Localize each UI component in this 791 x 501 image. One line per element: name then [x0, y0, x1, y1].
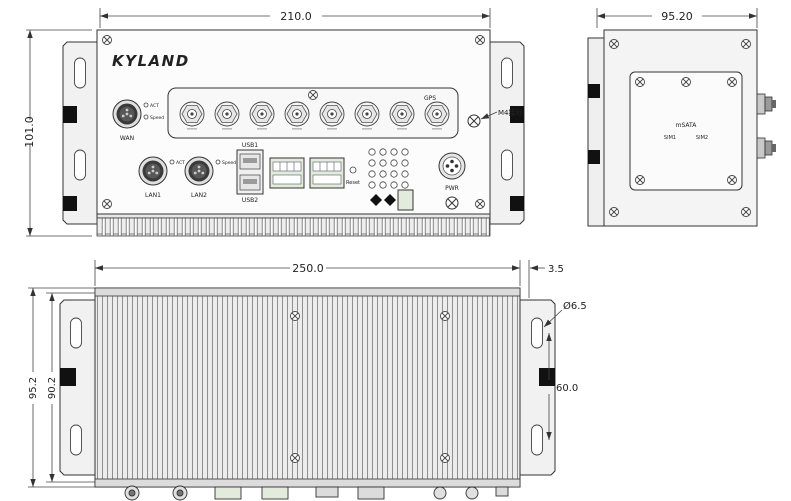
- screw-icon: [635, 77, 645, 87]
- rubber-plug: [60, 368, 76, 386]
- front-width-dimension: 210.0: [280, 10, 312, 23]
- side-view: 95.20 mSATA SIM1 SIM2: [587, 8, 776, 227]
- ground-label: M4接地: [498, 108, 523, 117]
- wan-label: WAN: [120, 135, 134, 142]
- hole-spacing-dimension: 60.0: [556, 383, 578, 394]
- diamond-marker: [384, 194, 396, 206]
- mounting-slot: [70, 317, 82, 349]
- usb2-tongue: [243, 179, 257, 184]
- speed-led: [215, 159, 221, 165]
- small-terminal: [397, 189, 414, 211]
- rubber-plug: [588, 150, 600, 164]
- sim1-label: SIM1: [664, 135, 676, 141]
- lan2-label: LAN2: [191, 192, 207, 199]
- heatsink-bar: [96, 213, 491, 219]
- leader-line: [480, 111, 498, 120]
- mounting-slot: [70, 424, 82, 456]
- mounting-slot: [531, 424, 543, 456]
- bottom-connectors: [124, 485, 509, 501]
- mounting-slot: [74, 57, 86, 89]
- outer-height-dimension: 95.2: [28, 377, 39, 399]
- rubber-plug: [588, 84, 600, 98]
- speed-label: Speed: [222, 160, 236, 166]
- led-matrix: [368, 148, 409, 189]
- usb1-label: USB1: [242, 142, 258, 149]
- bracket-plate: [587, 37, 605, 227]
- mounting-slot: [74, 149, 86, 181]
- inner-height-dimension: 90.2: [47, 377, 58, 399]
- diamond-marker: [370, 194, 382, 206]
- mounting-slot: [531, 317, 543, 349]
- pwr-label: PWR: [445, 185, 459, 192]
- screw-icon: [635, 175, 645, 185]
- screw-icon: [727, 77, 737, 87]
- leader-line: [543, 309, 563, 328]
- msata-access-panel: [629, 71, 743, 191]
- heatsink-rim-bottom: [94, 478, 521, 488]
- screw-icon: [440, 453, 450, 463]
- antenna-panel: [167, 87, 459, 139]
- lan1-label: LAN1: [145, 192, 161, 199]
- mounting-slot: [501, 57, 513, 89]
- screw-icon: [290, 453, 300, 463]
- screw-icon: [741, 207, 751, 217]
- rubber-plug: [539, 368, 555, 386]
- screw-icon: [475, 35, 485, 45]
- ground-screw-icon: [467, 114, 481, 128]
- msata-label: mSATA: [676, 122, 698, 129]
- lan1-connector: [138, 156, 168, 186]
- rubber-plug: [63, 106, 77, 123]
- reset-label: Reset: [346, 180, 360, 186]
- act-led: [169, 159, 175, 165]
- brand-logo: KYLAND: [112, 52, 190, 70]
- front-view: 210.0 101.0 KYLAND GPS: [23, 8, 525, 237]
- wan-connector: [112, 99, 142, 129]
- terminal-pins: [272, 174, 302, 185]
- gps-label: GPS: [424, 95, 436, 102]
- rubber-plug: [510, 106, 524, 123]
- lan2-connector: [184, 156, 214, 186]
- left-mounting-bracket: [59, 299, 96, 476]
- top-width-dimension: 250.0: [292, 262, 324, 275]
- right-mounting-bracket: [519, 299, 556, 476]
- screw-icon: [609, 39, 619, 49]
- heatsink-top: [94, 287, 521, 488]
- screw-icon: [102, 35, 112, 45]
- act-label: ACT: [176, 160, 185, 166]
- screw-icon: [308, 90, 318, 100]
- front-height-dimension: 101.0: [23, 116, 36, 148]
- screw-icon: [440, 311, 450, 321]
- screw-icon: [741, 39, 751, 49]
- sim2-label: SIM2: [696, 135, 708, 141]
- screw-icon: [102, 199, 112, 209]
- side-width-dimension: 95.20: [661, 10, 693, 23]
- screw-icon: [475, 199, 485, 209]
- hole-diameter-label: Ø6.5: [563, 300, 587, 312]
- speed-led: [143, 114, 149, 120]
- speed-label: Speed: [150, 115, 164, 121]
- usb1-tongue: [243, 158, 257, 163]
- rubber-plug: [63, 196, 77, 211]
- terminal-pins: [312, 174, 342, 185]
- rubber-plug: [510, 196, 524, 211]
- mounting-slot: [501, 149, 513, 181]
- power-connector: [438, 152, 466, 180]
- ground-symbol-icon: [445, 196, 459, 210]
- act-led: [143, 102, 149, 108]
- heatsink-rim-top: [94, 287, 521, 297]
- screw-icon: [290, 311, 300, 321]
- screw-icon: [681, 77, 691, 87]
- heatsink-fins: [96, 217, 491, 237]
- act-label: ACT: [150, 103, 159, 109]
- usb2-label: USB2: [242, 197, 258, 204]
- reset-button: [349, 166, 357, 174]
- side-connector: [756, 93, 776, 115]
- top-view: 250.0 3.5 95.2 90.2 Ø6.5: [28, 260, 587, 501]
- screw-icon: [727, 175, 737, 185]
- bracket-offset-dimension: 3.5: [548, 264, 564, 275]
- screw-icon: [609, 207, 619, 217]
- side-connector: [756, 137, 776, 159]
